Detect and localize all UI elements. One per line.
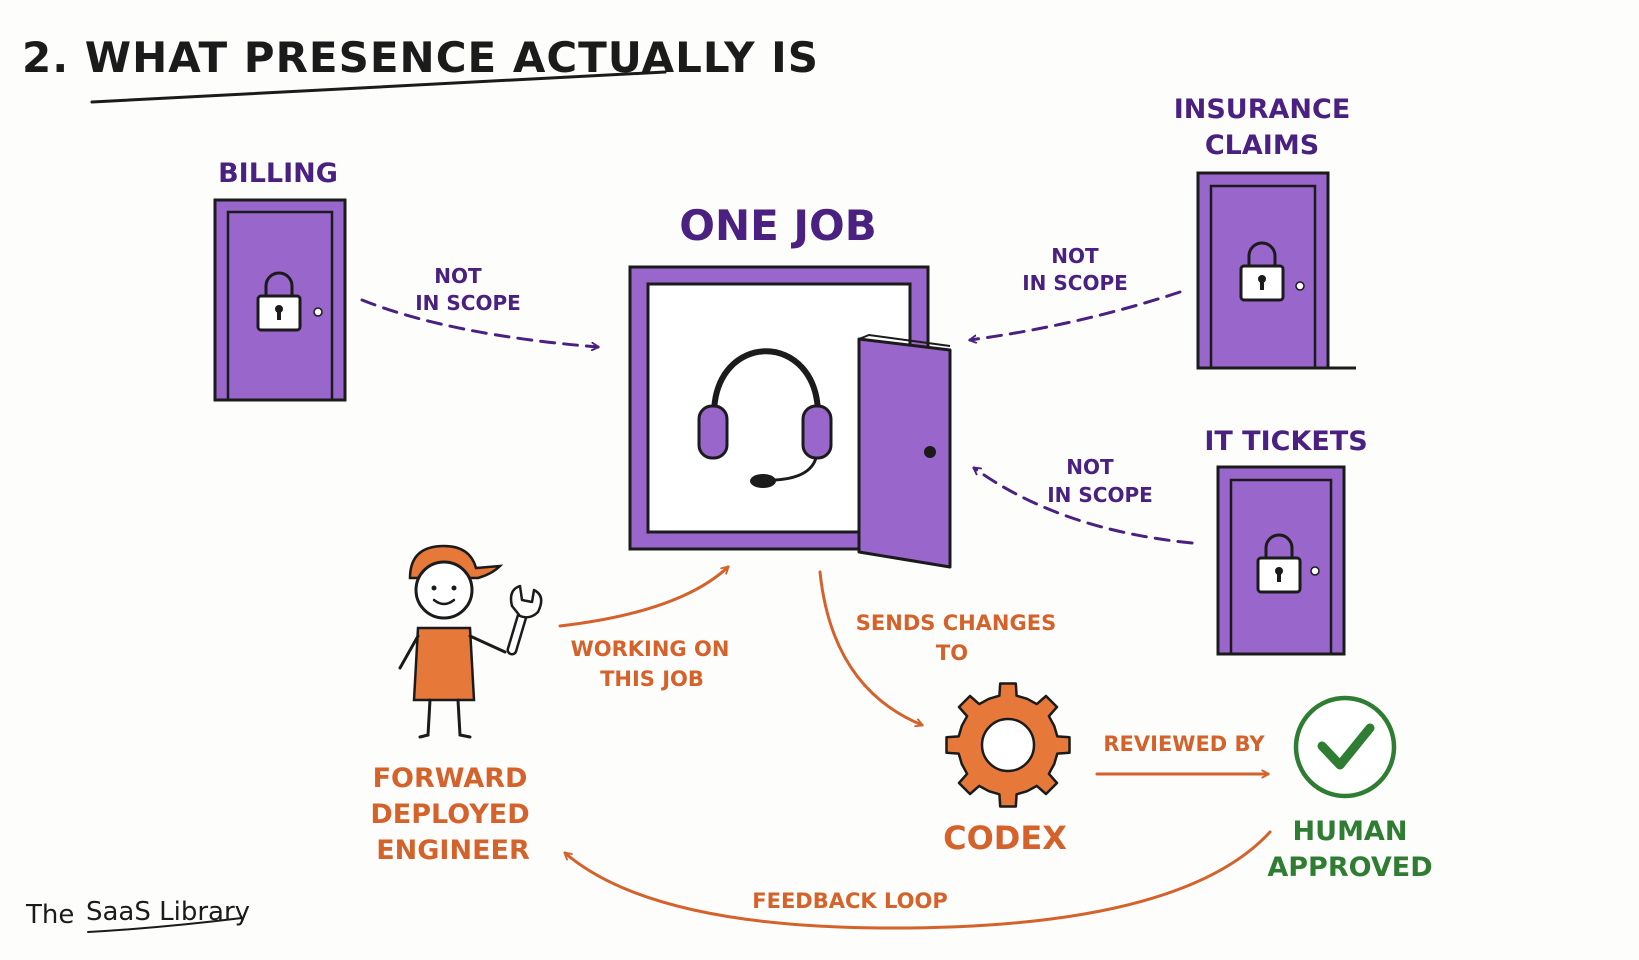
approval-node: HUMAN APPROVED [1267, 695, 1433, 883]
reviewed-arrow: REVIEWED BY [1095, 732, 1268, 774]
scope-note-line1: NOT [1051, 244, 1099, 268]
codex-label: CODEX [943, 819, 1067, 857]
lock-icon [256, 271, 302, 332]
codex-node: CODEX [943, 682, 1071, 857]
brand-the: The [25, 900, 74, 930]
working-label-line1: WORKING ON [571, 637, 730, 661]
working-label-line2: THIS JOB [600, 667, 704, 691]
approval-line2: APPROVED [1267, 852, 1432, 883]
scope-note-line2: IN SCOPE [1047, 483, 1153, 507]
working-arrow: WORKING ON THIS JOB [558, 565, 730, 691]
sends-label-line1: SENDS CHANGES [856, 611, 1056, 635]
checkmark-icon [1293, 695, 1397, 799]
one-job-label: ONE JOB [679, 201, 877, 250]
door-it-tickets-label: IT TICKETS [1204, 426, 1367, 457]
lock-icon [1239, 241, 1285, 302]
approval-line1: HUMAN [1293, 816, 1408, 847]
door-insurance-label-line1: INSURANCE [1174, 94, 1351, 125]
sends-arrow: SENDS CHANGES TO [818, 570, 1056, 725]
wrench-icon [506, 584, 543, 656]
engineer-label-line3: ENGINEER [376, 835, 530, 866]
scope-note-line1: NOT [434, 264, 482, 288]
door-billing-label: BILLING [218, 158, 338, 189]
door-billing: BILLING [213, 158, 347, 402]
brand-logo: The SaaS Library [25, 897, 250, 933]
scope-note-line2: IN SCOPE [415, 291, 521, 315]
engineer-label-line2: DEPLOYED [370, 799, 529, 830]
engineer-figure: FORWARD DEPLOYED ENGINEER [370, 544, 543, 866]
engineer-body [412, 626, 476, 702]
scope-note-line1: NOT [1066, 455, 1114, 479]
door-insurance-claims: INSURANCE CLAIMS [1174, 94, 1356, 370]
door-insurance-label-line2: CLAIMS [1205, 130, 1319, 161]
brand-name: SaaS Library [86, 897, 250, 927]
title-underline [90, 70, 667, 104]
headset-icon [697, 348, 833, 488]
engineer-label-line1: FORWARD [373, 763, 528, 794]
feedback-loop-arrow: FEEDBACK LOOP [565, 830, 1272, 930]
door-knob [1310, 566, 1320, 576]
one-job-frame: ONE JOB [628, 201, 952, 569]
door-knob [1295, 281, 1305, 291]
feedback-label: FEEDBACK LOOP [752, 889, 947, 913]
scope-arrow-insurance: NOT IN SCOPE [970, 244, 1182, 340]
lock-icon [1256, 533, 1302, 594]
door-knob [313, 307, 323, 317]
door-knob [924, 446, 936, 458]
gear-icon [945, 682, 1071, 808]
engineer-head [414, 560, 474, 620]
page-title: 2. WHAT PRESENCE ACTUALLY IS [22, 33, 819, 104]
scope-note-line2: IN SCOPE [1022, 271, 1128, 295]
door-it-tickets: IT TICKETS [1204, 426, 1368, 656]
brand-underline [87, 917, 243, 933]
scope-arrow-billing: NOT IN SCOPE [360, 264, 598, 347]
title-text: 2. WHAT PRESENCE ACTUALLY IS [22, 33, 819, 82]
scope-arrow-it-tickets: NOT IN SCOPE [974, 455, 1194, 545]
reviewed-label: REVIEWED BY [1103, 732, 1265, 756]
sends-label-line2: TO [936, 641, 968, 665]
open-door [857, 337, 952, 569]
